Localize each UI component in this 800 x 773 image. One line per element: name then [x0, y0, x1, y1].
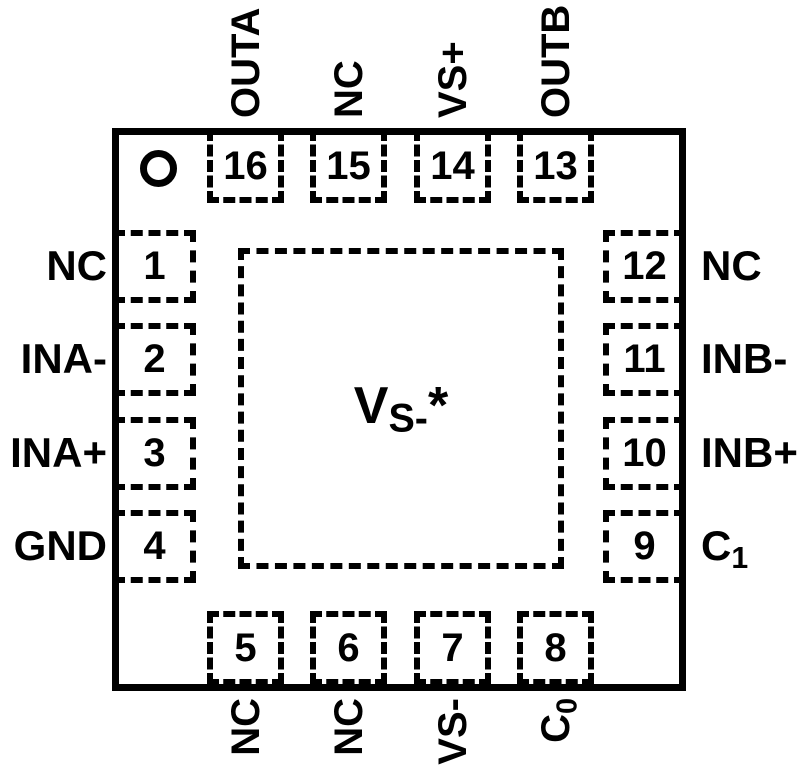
pin-number-12: 12 [622, 244, 667, 288]
pin-label-8: C0 [534, 698, 584, 743]
pin-label-6: NC [327, 698, 371, 756]
pin-label-10: INB+ [701, 429, 798, 476]
pin-box-5: 5 [207, 611, 284, 685]
pin-label-2: INA- [20, 335, 107, 382]
pin-number-1: 1 [143, 244, 166, 288]
pin-label-7: VS- [431, 698, 475, 765]
pin-box-9: 9 [603, 510, 686, 583]
pin-label-4: GND [13, 522, 107, 569]
pin-number-7: 7 [441, 625, 464, 670]
pin-number-4: 4 [143, 524, 166, 568]
pin-box-15: 15 [310, 129, 387, 203]
pin-label-3: INA+ [10, 429, 107, 476]
pin-label-9: C1 [701, 522, 749, 575]
pin-number-9: 9 [633, 524, 656, 568]
pin-box-10: 10 [603, 417, 686, 490]
pin-box-8: 8 [517, 611, 594, 685]
pin-number-2: 2 [143, 337, 166, 381]
pin-box-14: 14 [414, 129, 491, 203]
vs-minus-label: VS-* [353, 376, 449, 441]
pin-number-6: 6 [337, 625, 360, 670]
pin-box-4: 4 [113, 510, 196, 583]
pin-box-7: 7 [414, 611, 491, 685]
pin-box-3: 3 [113, 417, 196, 490]
pin-box-12: 12 [603, 230, 686, 303]
pin-box-11: 11 [603, 323, 686, 396]
pin-label-15: NC [327, 60, 371, 118]
pin-number-3: 3 [143, 431, 166, 475]
pin-number-16: 16 [223, 143, 268, 188]
pin-number-11: 11 [623, 337, 666, 381]
pin1-marker-icon [140, 150, 177, 187]
pin-box-2: 2 [113, 323, 196, 396]
thermal-pad-outline [238, 248, 564, 569]
pin-label-16: OUTA [224, 7, 268, 118]
pin-number-14: 14 [430, 143, 475, 188]
pin-box-16: 16 [207, 129, 284, 203]
pin-number-10: 10 [622, 431, 667, 475]
pin-box-6: 6 [310, 611, 387, 685]
thermal-pad-label: VS-* [238, 248, 564, 569]
asterisk: * [427, 376, 449, 435]
pin-number-15: 15 [326, 143, 371, 188]
pin-box-1: 1 [113, 230, 196, 303]
pin-label-13: OUTB [534, 4, 578, 118]
pin-box-13: 13 [517, 129, 594, 203]
pin-label-1: NC [46, 242, 107, 289]
pin-label-14: VS+ [431, 41, 475, 118]
pin-label-11: INB- [701, 335, 788, 382]
pin-number-5: 5 [234, 625, 257, 670]
pin-label-12: NC [701, 242, 762, 289]
pin-number-13: 13 [533, 143, 578, 188]
pin-number-8: 8 [544, 625, 567, 670]
pin-label-5: NC [224, 698, 268, 756]
